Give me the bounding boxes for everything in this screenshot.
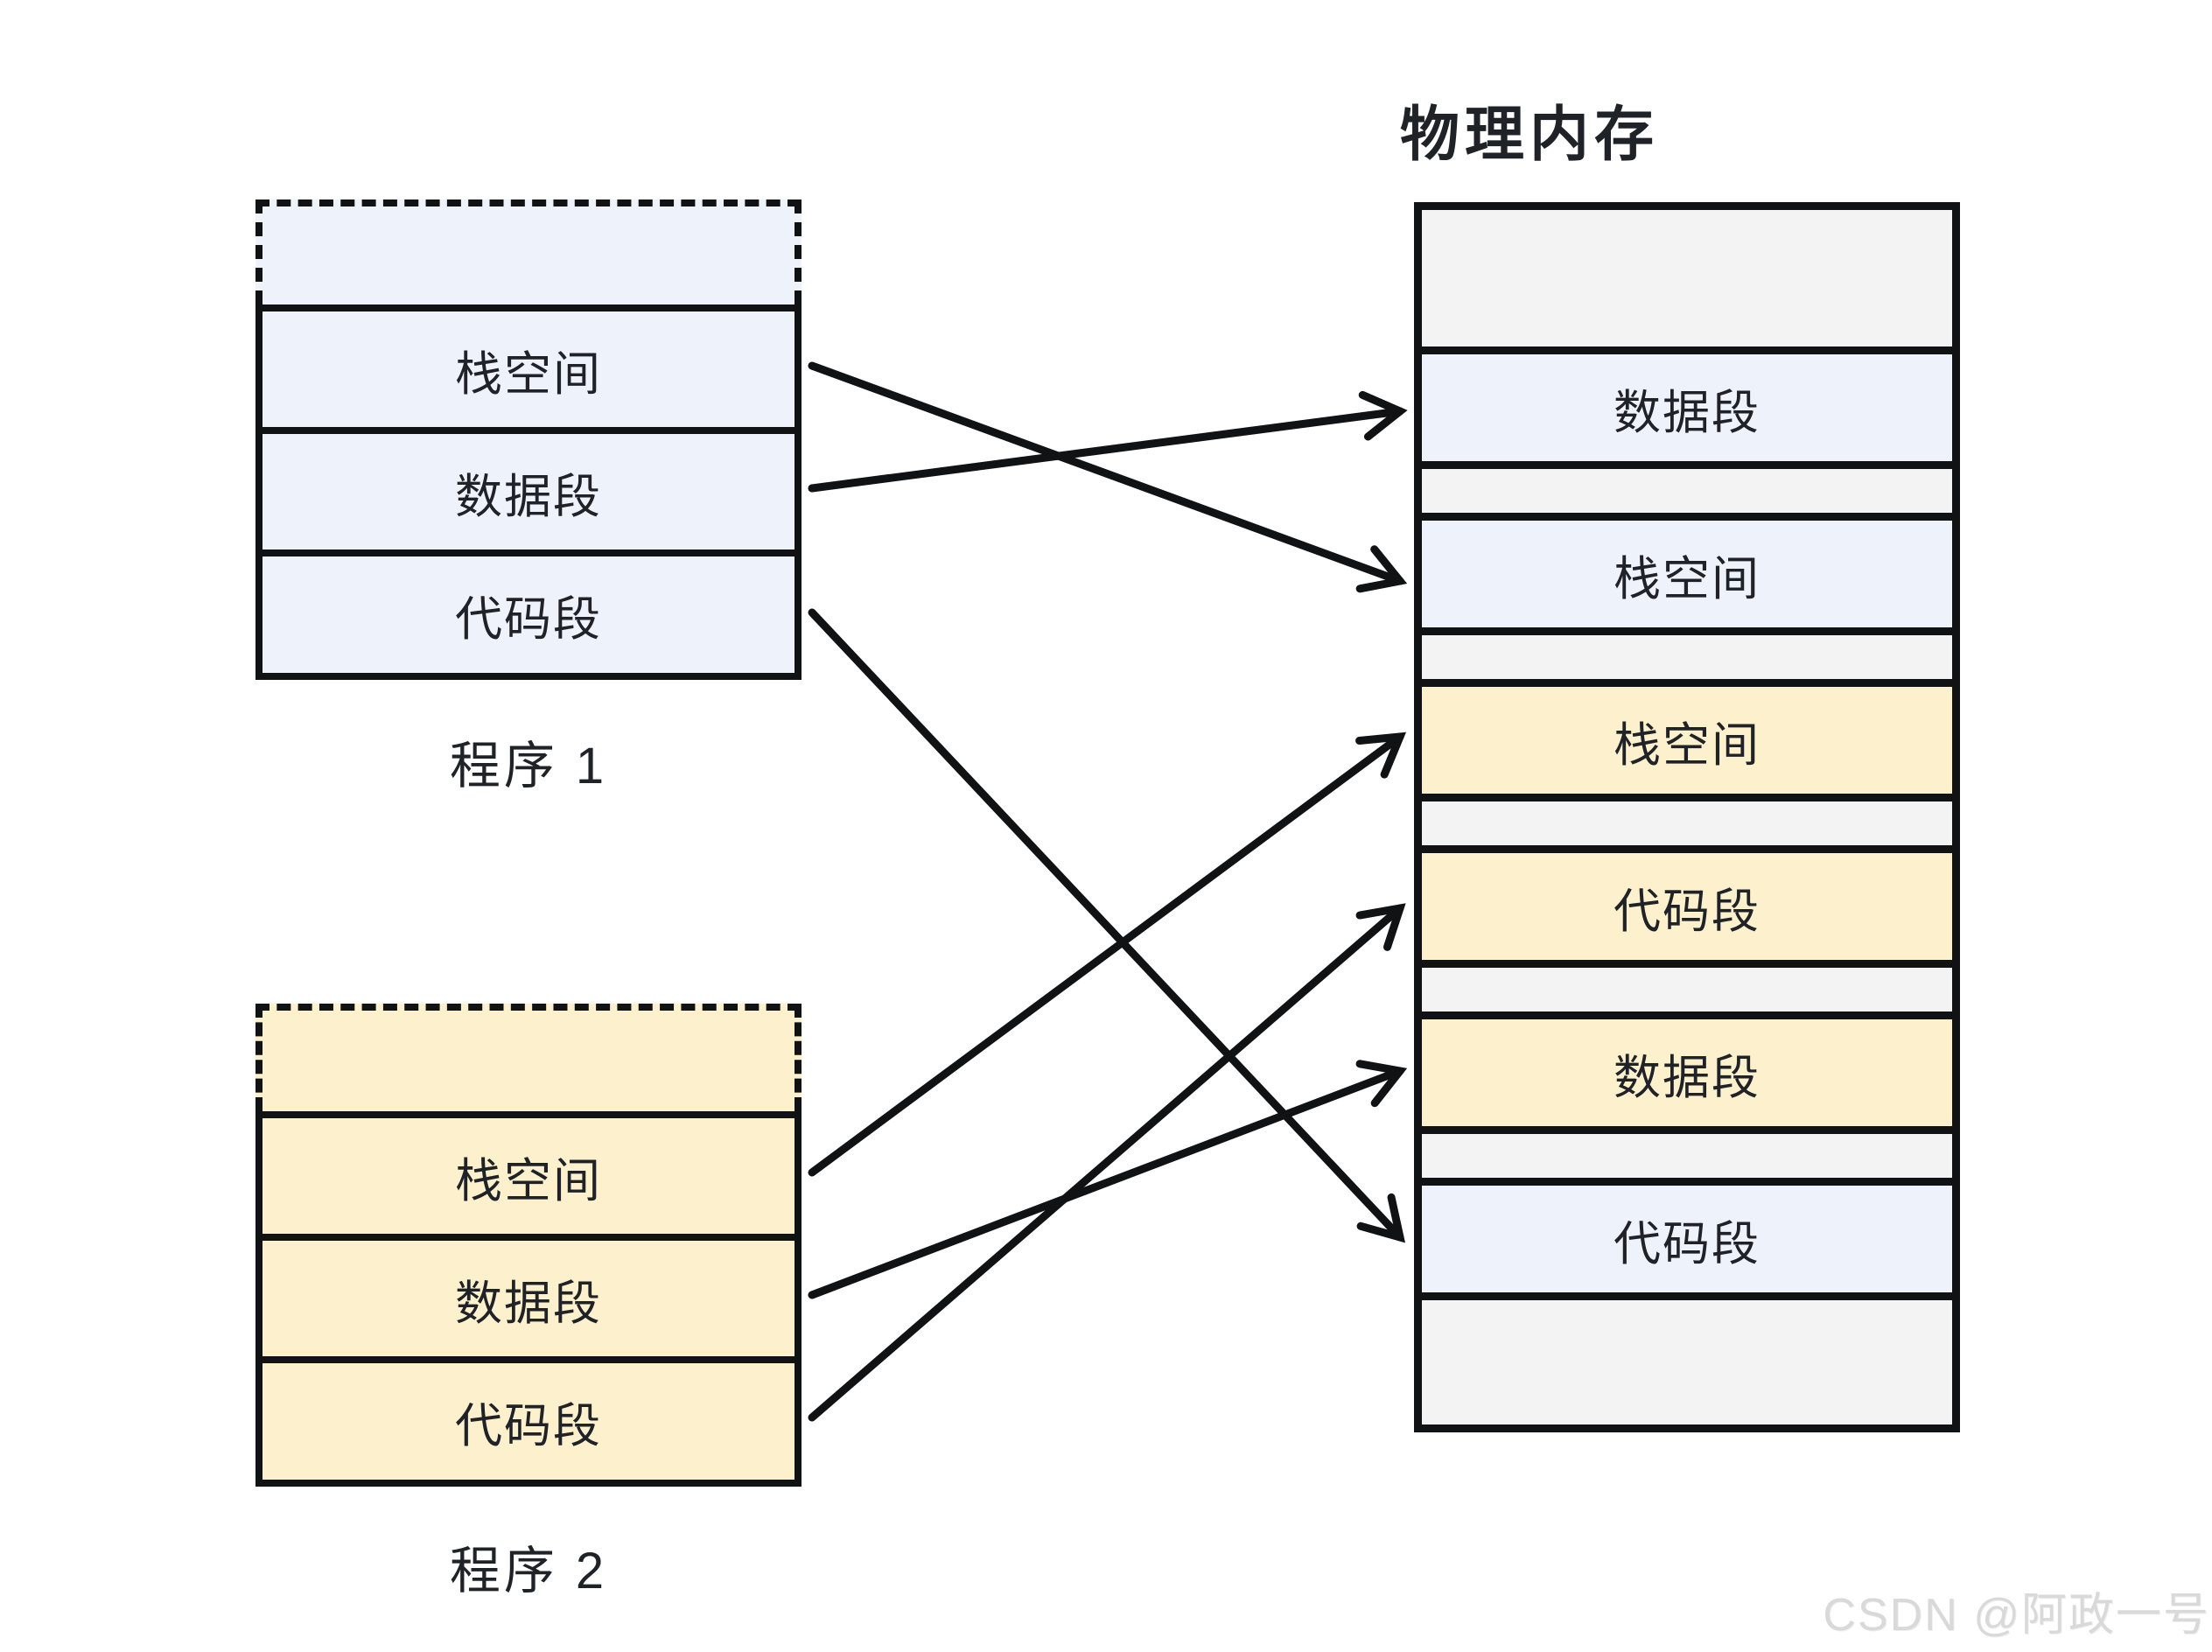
- program2-unmapped-area: [256, 1004, 802, 1111]
- memory-segment-data-p2: 数据段: [1422, 1012, 1952, 1134]
- program2-segment-code: 代码段: [256, 1356, 802, 1487]
- program1-segment-data: 数据段: [256, 427, 802, 556]
- program2-segment-stack: 栈空间: [256, 1111, 802, 1241]
- memory-data-p2-label: 数据段: [1614, 1051, 1760, 1104]
- program2-stack-label: 栈空间: [455, 1154, 602, 1208]
- program1-code-label: 代码段: [455, 593, 602, 646]
- program2-caption: 程序 2: [449, 1543, 608, 1600]
- csdn-watermark: CSDN @阿政一号: [1823, 1590, 2210, 1641]
- physical-memory-box: 数据段 栈空间 栈空间 代码段 数据段 代码段: [1414, 202, 1960, 1432]
- arrow-p1-stack: [808, 361, 1408, 593]
- memory-stack-p2-label: 栈空间: [1614, 718, 1760, 772]
- program1-stack-label: 栈空间: [455, 347, 602, 401]
- physical-memory-title: 物理内存: [1400, 102, 1660, 168]
- memory-segment-stack-p2: 栈空间: [1422, 679, 1952, 802]
- memory-data-p1-label: 数据段: [1614, 386, 1760, 439]
- program1-segment-stack: 栈空间: [256, 304, 802, 434]
- memory-code-p1-label: 代码段: [1614, 1217, 1760, 1270]
- arrow-p1-code: [808, 608, 1405, 1243]
- arrow-p2-data: [808, 1060, 1408, 1299]
- memory-stack-p1-label: 栈空间: [1614, 552, 1760, 606]
- memory-segment-code-p2: 代码段: [1422, 845, 1952, 968]
- memory-segment-data-p1: 数据段: [1422, 346, 1952, 469]
- memory-code-p2-label: 代码段: [1614, 885, 1760, 938]
- arrow-p2-stack: [808, 732, 1407, 1177]
- memory-segment-stack-p1: 栈空间: [1422, 513, 1952, 635]
- program1-unmapped-area: [256, 200, 802, 304]
- arrow-p2-code: [808, 903, 1406, 1422]
- program1-segment-code: 代码段: [256, 550, 802, 680]
- program1-data-label: 数据段: [455, 470, 602, 523]
- arrow-p1-data: [808, 390, 1408, 493]
- program2-data-label: 数据段: [455, 1277, 602, 1330]
- program2-segment-data: 数据段: [256, 1234, 802, 1363]
- program1-caption: 程序 1: [449, 738, 608, 794]
- memory-segment-code-p1: 代码段: [1422, 1178, 1952, 1300]
- program2-code-label: 代码段: [455, 1400, 602, 1452]
